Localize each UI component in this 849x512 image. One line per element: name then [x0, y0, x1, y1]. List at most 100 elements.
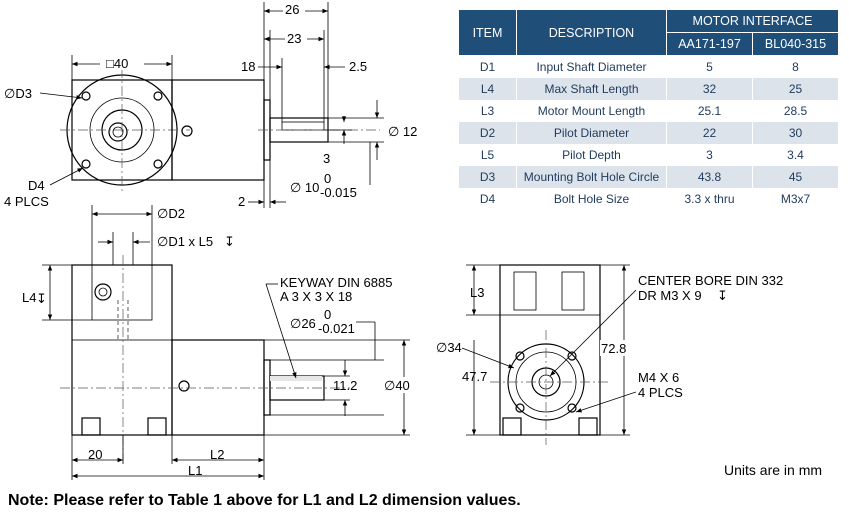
dim-d3-label: ∅D3 — [4, 86, 32, 101]
cell-value-a: 32 — [666, 78, 753, 100]
table-row: L3 Motor Mount Length 25.1 28.5 — [458, 100, 840, 122]
keyway-slot — [281, 121, 325, 131]
end-foot — [502, 417, 522, 436]
cell-description: Mounting Bolt Hole Circle — [516, 166, 667, 188]
table-row: L5 Pilot Depth 3 3.4 — [458, 144, 840, 166]
dim-23: 23 — [287, 31, 301, 46]
m4-note-1: M4 X 6 — [638, 370, 679, 385]
side-screw-icon — [178, 380, 190, 392]
dim-d40: ∅40 — [384, 378, 410, 393]
dim-d4-label: D4 — [28, 178, 45, 193]
cell-item: L3 — [458, 100, 517, 122]
cell-value-a: 43.8 — [666, 166, 753, 188]
cell-item: D2 — [458, 122, 517, 144]
cell-description: Max Shaft Length — [516, 78, 667, 100]
cell-item: L5 — [458, 144, 517, 166]
dim-d12: ∅ 12 — [388, 124, 417, 139]
cell-value-b: 28.5 — [751, 100, 840, 122]
gearhead-body — [171, 79, 265, 181]
cell-value-b: 30 — [751, 122, 840, 144]
dim-d26: ∅26 — [290, 316, 316, 331]
mount-cutout — [91, 264, 153, 321]
dim-shaft10: ∅ 10 — [290, 180, 319, 195]
dim-d34: ∅34 — [436, 340, 462, 355]
input-bore — [108, 122, 128, 142]
screw-icon — [181, 125, 193, 137]
m4-hole-icon — [515, 403, 525, 413]
dim-dD1: ∅D1 x L5 — [157, 234, 213, 249]
m4-hole-icon — [515, 351, 525, 361]
dim-3: 3 — [323, 151, 330, 166]
cell-value-a: 5 — [666, 55, 753, 78]
bolt-hole-icon — [81, 91, 91, 101]
table-row: D2 Pilot Diameter 22 30 — [458, 122, 840, 144]
dim-18: 18 — [241, 59, 255, 74]
cell-description: Bolt Hole Size — [516, 188, 667, 210]
footer-note: Note: Please refer to Table 1 above for … — [8, 492, 521, 509]
cell-item: D3 — [458, 166, 517, 188]
header-bl040-315: BL040-315 — [751, 32, 840, 56]
header-motor-interface: MOTOR INTERFACE — [665, 9, 840, 33]
cell-value-b: 8 — [751, 55, 840, 78]
bolt-hole-icon — [153, 159, 163, 169]
dim-d4-plcs: 4 PLCS — [4, 194, 49, 209]
dim-sq40: □40 — [106, 56, 128, 71]
cell-value-a: 25.1 — [666, 100, 753, 122]
table-row: D4 Bolt Hole Size 3.3 x thru M3x7 — [458, 188, 840, 210]
cell-value-b: 45 — [751, 166, 840, 188]
dim-l4: L4 — [22, 290, 36, 305]
dim-72-8: 72.8 — [601, 341, 626, 356]
dim-26: 26 — [285, 2, 299, 17]
keyway-note-1: KEYWAY DIN 6885 — [280, 275, 392, 290]
side-output-step — [263, 359, 271, 416]
table-row: L4 Max Shaft Length 32 25 — [458, 78, 840, 100]
cell-description: Input Shaft Diameter — [516, 55, 667, 78]
cell-item: D1 — [458, 55, 517, 78]
keyway-note-2: A 3 X 3 X 18 — [280, 289, 352, 304]
cell-value-a: 3.3 x thru — [666, 188, 753, 210]
dim-l1: L1 — [188, 463, 202, 478]
center-bore-note-2: DR M3 X 9 — [638, 288, 702, 303]
dim-47-7: 47.7 — [462, 369, 487, 384]
gearhead-side-body — [171, 339, 265, 436]
dim-dD1-depth-icon: ↧ — [224, 234, 235, 249]
motor-mount-housing — [71, 264, 173, 436]
top-end-view: □40 ∅D3 D4 4 PLCS 26 23 18 2.5 ∅ — [4, 2, 417, 209]
m4-hole-icon — [567, 351, 577, 361]
cell-item: L4 — [458, 78, 517, 100]
dim-11-2: 11.2 — [333, 378, 357, 393]
side-keyway — [270, 376, 322, 381]
cell-description: Pilot Diameter — [516, 122, 667, 144]
cell-value-b: 25 — [751, 78, 840, 100]
end-foot — [578, 417, 598, 436]
dim-20: 20 — [88, 447, 102, 462]
dim-shaft10-upper: 0 — [324, 171, 331, 186]
units-note: Units are in mm — [724, 462, 823, 478]
cell-description: Pilot Depth — [516, 144, 667, 166]
table-row: D1 Input Shaft Diameter 5 8 — [458, 55, 840, 78]
spec-table: ITEM DESCRIPTION MOTOR INTERFACE AA171-1… — [458, 9, 840, 210]
side-foot — [81, 417, 101, 436]
end-view-housing — [499, 264, 601, 436]
dim-dD2: ∅D2 — [157, 206, 185, 221]
cell-description: Motor Mount Length — [516, 100, 667, 122]
side-foot — [147, 417, 167, 436]
table-row: D3 Mounting Bolt Hole Circle 43.8 45 — [458, 166, 840, 188]
side-view: ∅D2 ∅D1 x L5 ↧ L4 ↧ KEYWAY DIN 6885 A 3 … — [22, 205, 418, 480]
cell-item: D4 — [458, 188, 517, 210]
cell-value-b: M3x7 — [751, 188, 840, 210]
header-item: ITEM — [458, 9, 517, 56]
dim-2-5: 2.5 — [349, 59, 367, 74]
dim-shaft10-lower: -0.015 — [320, 185, 357, 200]
cell-value-a: 3 — [666, 144, 753, 166]
dim-d26-lower: -0.021 — [318, 321, 355, 336]
dim-l2: L2 — [210, 447, 224, 462]
bolt-hole-icon — [153, 91, 163, 101]
dim-d26-upper: 0 — [324, 307, 331, 322]
cell-value-a: 22 — [666, 122, 753, 144]
m4-note-2: 4 PLCS — [638, 385, 683, 400]
header-description: DESCRIPTION — [516, 9, 667, 56]
input-bore-inner — [112, 126, 124, 138]
center-bore-depth-icon: ↧ — [717, 288, 728, 303]
